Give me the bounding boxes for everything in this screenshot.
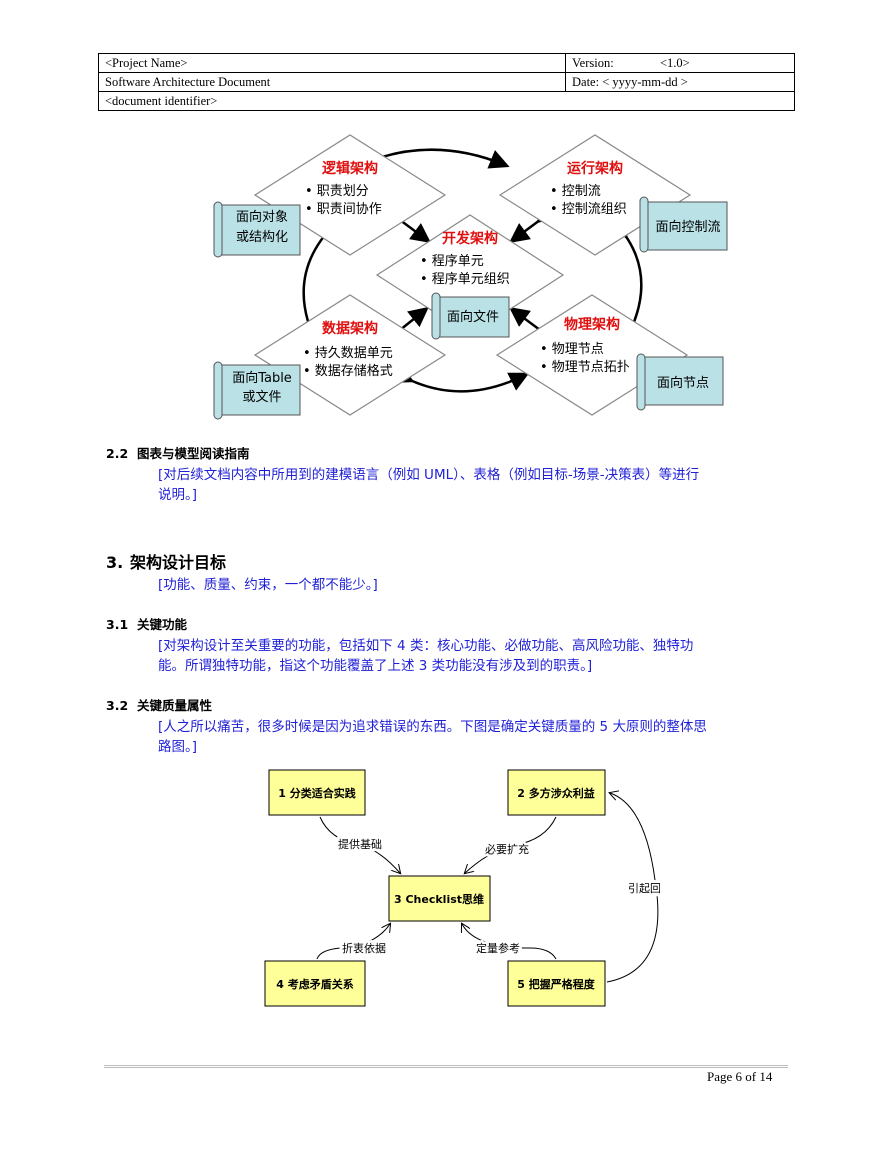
- section-title: 关键功能: [137, 617, 188, 632]
- edge-label: 必要扩充: [485, 842, 529, 856]
- data-view-scroll: 面向Table 或文件: [213, 361, 301, 420]
- flow-box-4: 4 考虑矛盾关系: [264, 960, 366, 1007]
- quality-principles-diagram: 1 分类适合实践 2 多方涉众利益 3 Checklist思维 4 考虑矛盾关系…: [264, 769, 660, 1007]
- body-line: 路图。]: [158, 739, 198, 755]
- physical-view-item: • 物理节点: [540, 342, 604, 357]
- edge-label: 引起回溯: [628, 881, 660, 895]
- dev-view-scroll: 面向文件: [431, 292, 510, 340]
- dev-view-item: • 程序单元组织: [420, 272, 510, 287]
- box-label: 1 分类适合实践: [278, 786, 355, 800]
- physical-view-title: 物理架构: [564, 316, 620, 333]
- physical-view-scroll: 面向节点: [636, 353, 724, 411]
- version-label: Version:: [572, 56, 614, 70]
- logic-view-item: • 职责间协作: [305, 202, 382, 217]
- arrow-runtime-dev: [508, 203, 559, 243]
- physical-view-item: • 物理节点拓扑: [540, 360, 630, 375]
- logic-view-item: • 职责划分: [305, 184, 369, 199]
- edge-label: 提供基础: [338, 837, 382, 851]
- runtime-view-item: • 控制流: [550, 184, 601, 199]
- section-3-2-heading: 3.2 关键质量属性: [106, 695, 212, 714]
- box-label: 3 Checklist思维: [394, 892, 484, 906]
- dev-view-node: 开发架构 • 程序单元 • 程序单元组织: [375, 214, 565, 336]
- doc-identifier-cell: <document identifier>: [98, 91, 795, 111]
- scroll-text: 或文件: [242, 390, 281, 405]
- flow-box-2: 2 多方涉众利益: [507, 769, 606, 816]
- version-value: <1.0>: [660, 56, 690, 70]
- section-3-1-heading: 3.1 关键功能: [106, 614, 187, 633]
- footer-divider: [104, 1065, 788, 1068]
- arrow-physical-dev: [508, 307, 559, 347]
- arrow-data-dev: [382, 306, 429, 348]
- arrow-logic-dev: [381, 203, 432, 243]
- box-label: 2 多方涉众利益: [517, 786, 594, 800]
- edge-5-2-loop: [606, 793, 659, 983]
- scroll-text: 面向控制流: [655, 219, 720, 235]
- runtime-view-title: 运行架构: [567, 160, 623, 177]
- data-view-node: 数据架构 • 持久数据单元 • 数据存储格式: [253, 294, 447, 416]
- document-header-table: <Project Name> Version: <1.0> Software Ar…: [98, 53, 795, 111]
- edge-label: 定量参考: [476, 941, 520, 955]
- runtime-view-scroll: 面向控制流: [639, 196, 728, 253]
- edge-4-3: [316, 924, 390, 960]
- box-label: 4 考虑矛盾关系: [276, 977, 353, 991]
- section-number: 2.2: [106, 446, 129, 461]
- box-label: 5 把握严格程度: [517, 977, 595, 991]
- project-name-cell: <Project Name>: [98, 53, 566, 73]
- scroll-text: 面向文件: [447, 309, 499, 325]
- section-title: 关键质量属性: [137, 698, 213, 713]
- body-line: 能。所谓独特功能，指这个功能覆盖了上述 3 类功能没有涉及到的职责。]: [158, 658, 593, 674]
- edge-label: 折衷依据: [342, 941, 386, 955]
- section-3-2-body: [人之所以痛苦，很多时候是因为追求错误的东西。下图是确定关键质量的 5 大原则的…: [158, 717, 778, 757]
- edge-1-3: [319, 816, 400, 873]
- dev-view-title: 开发架构: [442, 230, 498, 247]
- scroll-text: 面向Table: [232, 370, 292, 386]
- flow-box-3: 3 Checklist思维: [388, 875, 491, 922]
- scroll-text: 面向对象: [236, 209, 288, 225]
- data-view-item: • 持久数据单元: [303, 346, 393, 361]
- section-number: 3.: [106, 553, 124, 572]
- edge-label-bg: 定量参考: [476, 941, 520, 955]
- doc-title-cell: Software Architecture Document: [98, 72, 566, 92]
- edge-label-bg: 提供基础: [338, 837, 382, 851]
- edge-label-bg: 引起回溯: [628, 881, 660, 895]
- section-3-body: [功能、质量、约束，一个都不能少。]: [158, 577, 378, 593]
- section-3-1-body: [对架构设计至关重要的功能，包括如下 4 类：核心功能、必做功能、高风险功能、独…: [158, 636, 778, 676]
- edge-2-3: [465, 816, 557, 873]
- section-2-2-heading: 2.2 图表与模型阅读指南: [106, 443, 250, 462]
- section-2-2-body: [对后续文档内容中所用到的建模语言（例如 UML）、表格（例如目标-场景-决策表…: [158, 465, 778, 505]
- version-cell: Version: <1.0>: [565, 53, 795, 73]
- logic-view-node: 逻辑架构 • 职责划分 • 职责间协作: [253, 134, 447, 256]
- section-title: 架构设计目标: [130, 553, 227, 572]
- body-line: 说明。]: [158, 487, 198, 503]
- data-view-item: • 数据存储格式: [303, 363, 393, 379]
- body-line: [对后续文档内容中所用到的建模语言（例如 UML）、表格（例如目标-场景-决策表…: [158, 467, 700, 483]
- section-3-heading: 3. 架构设计目标: [106, 549, 226, 573]
- section-number: 3.2: [106, 698, 129, 713]
- edge-label-bg: 必要扩充: [485, 842, 529, 856]
- dev-view-item: • 程序单元: [420, 254, 484, 269]
- edge-label-bg: 折衷依据: [342, 941, 386, 955]
- runtime-view-item: • 控制流组织: [550, 202, 627, 217]
- body-line: [对架构设计至关重要的功能，包括如下 4 类：核心功能、必做功能、高风险功能、独…: [158, 638, 694, 654]
- page-number: Page 6 of 14: [707, 1069, 773, 1084]
- edge-5-3: [462, 924, 557, 960]
- section-title: 图表与模型阅读指南: [137, 446, 250, 461]
- architecture-views-diagram: 逻辑架构 • 职责划分 • 职责间协作 面向对象 或结构化 运行架构 • 控制流…: [213, 134, 728, 420]
- section-number: 3.1: [106, 617, 129, 632]
- logic-view-scroll: 面向对象 或结构化: [213, 201, 301, 258]
- scroll-text: 面向节点: [657, 375, 709, 391]
- data-view-title: 数据架构: [322, 320, 378, 337]
- logic-view-title: 逻辑架构: [322, 160, 378, 177]
- body-line: [人之所以痛苦，很多时候是因为追求错误的东西。下图是确定关键质量的 5 大原则的…: [158, 719, 707, 735]
- arrow-data-physical: [392, 364, 530, 393]
- date-cell: Date: < yyyy-mm-dd >: [565, 72, 795, 92]
- scroll-text: 或结构化: [236, 230, 288, 245]
- flow-box-1: 1 分类适合实践: [268, 769, 366, 816]
- flow-box-5: 5 把握严格程度: [507, 960, 606, 1007]
